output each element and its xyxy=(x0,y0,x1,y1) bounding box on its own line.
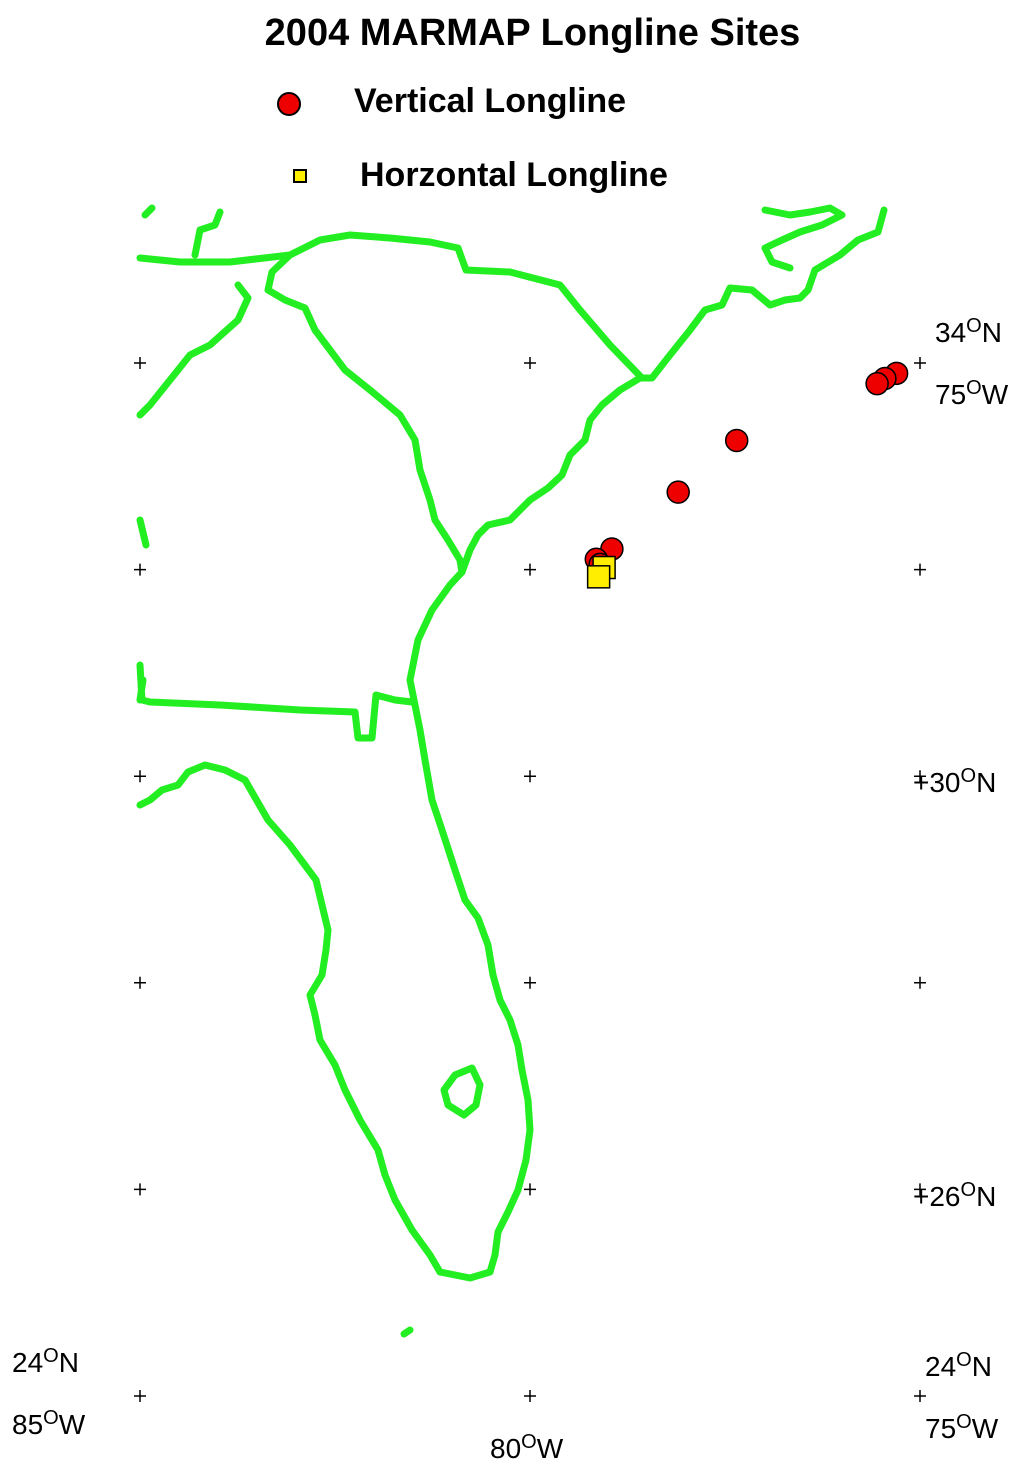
sites-layer xyxy=(584,361,909,589)
state-border-sc-ga xyxy=(264,251,466,576)
grid-cross-mark xyxy=(914,357,926,369)
grid-cross-mark xyxy=(524,563,536,576)
map-title: 2004 MARMAP Longline Sites xyxy=(264,12,801,54)
label-lat-24n-right: 24ON xyxy=(925,1349,992,1382)
grid-cross-mark xyxy=(524,770,536,783)
label-lat-26n: +26ON xyxy=(913,1179,997,1212)
grid-cross-mark xyxy=(524,357,536,369)
state-border-ga-fl xyxy=(136,661,416,742)
vertical-longline-legend-icon xyxy=(277,92,301,116)
grid-cross-mark xyxy=(524,1183,536,1196)
label-lon-75w-top: 75OW xyxy=(935,377,1009,410)
coastline-fragment-tn xyxy=(141,204,156,219)
vertical-longline-site-marker xyxy=(666,480,690,504)
coastline-fragment-va xyxy=(191,208,224,259)
vertical-longline-legend-label: Vertical Longline xyxy=(354,82,627,120)
label-lon-85w: 85OW xyxy=(12,1407,86,1440)
lake-okeechobee xyxy=(440,1064,484,1119)
grid-cross-mark xyxy=(134,1183,146,1196)
horizontal-longline-site-marker xyxy=(586,565,611,589)
grid-cross-mark xyxy=(524,1390,536,1402)
grid-cross-mark xyxy=(524,976,536,989)
grid-cross-mark xyxy=(914,1183,926,1196)
grid-cross-mark xyxy=(914,1390,926,1402)
grid-cross-mark xyxy=(134,770,146,783)
label-lon-80w: 80OW xyxy=(490,1431,564,1464)
coastline-gulf xyxy=(136,761,444,1276)
pamlico-sound xyxy=(761,204,846,272)
label-lat-24n-left: 24ON xyxy=(12,1345,79,1378)
grid-cross-mark xyxy=(914,563,926,576)
state-border-al-tn xyxy=(136,281,252,419)
coastline-layer xyxy=(136,204,888,1338)
grid-cross-mark xyxy=(134,1390,146,1402)
label-lat-30n: +30ON xyxy=(913,765,997,798)
coastline-fragment-al xyxy=(136,516,150,549)
state-border-nc-sc xyxy=(136,231,646,382)
label-lat-34n: 34ON xyxy=(935,315,1002,348)
label-lon-75w-bottom: 75OW xyxy=(925,1411,999,1444)
horizontal-longline-legend-icon xyxy=(293,169,307,183)
grid-cross-mark xyxy=(914,770,926,783)
grid-cross-mark xyxy=(134,563,146,576)
grid-cross-mark xyxy=(134,976,146,989)
grid-cross-mark xyxy=(914,976,926,989)
grid-crosses-layer xyxy=(134,357,926,1402)
horizontal-longline-legend-label: Horzontal Longline xyxy=(360,156,668,194)
coastline-atlantic xyxy=(406,206,888,1282)
vertical-longline-site-marker xyxy=(724,428,749,453)
grid-cross-mark xyxy=(134,357,146,369)
vertical-longline-site-marker xyxy=(865,371,889,396)
state-border-al-ga xyxy=(136,676,147,704)
florida-keys xyxy=(400,1326,414,1338)
